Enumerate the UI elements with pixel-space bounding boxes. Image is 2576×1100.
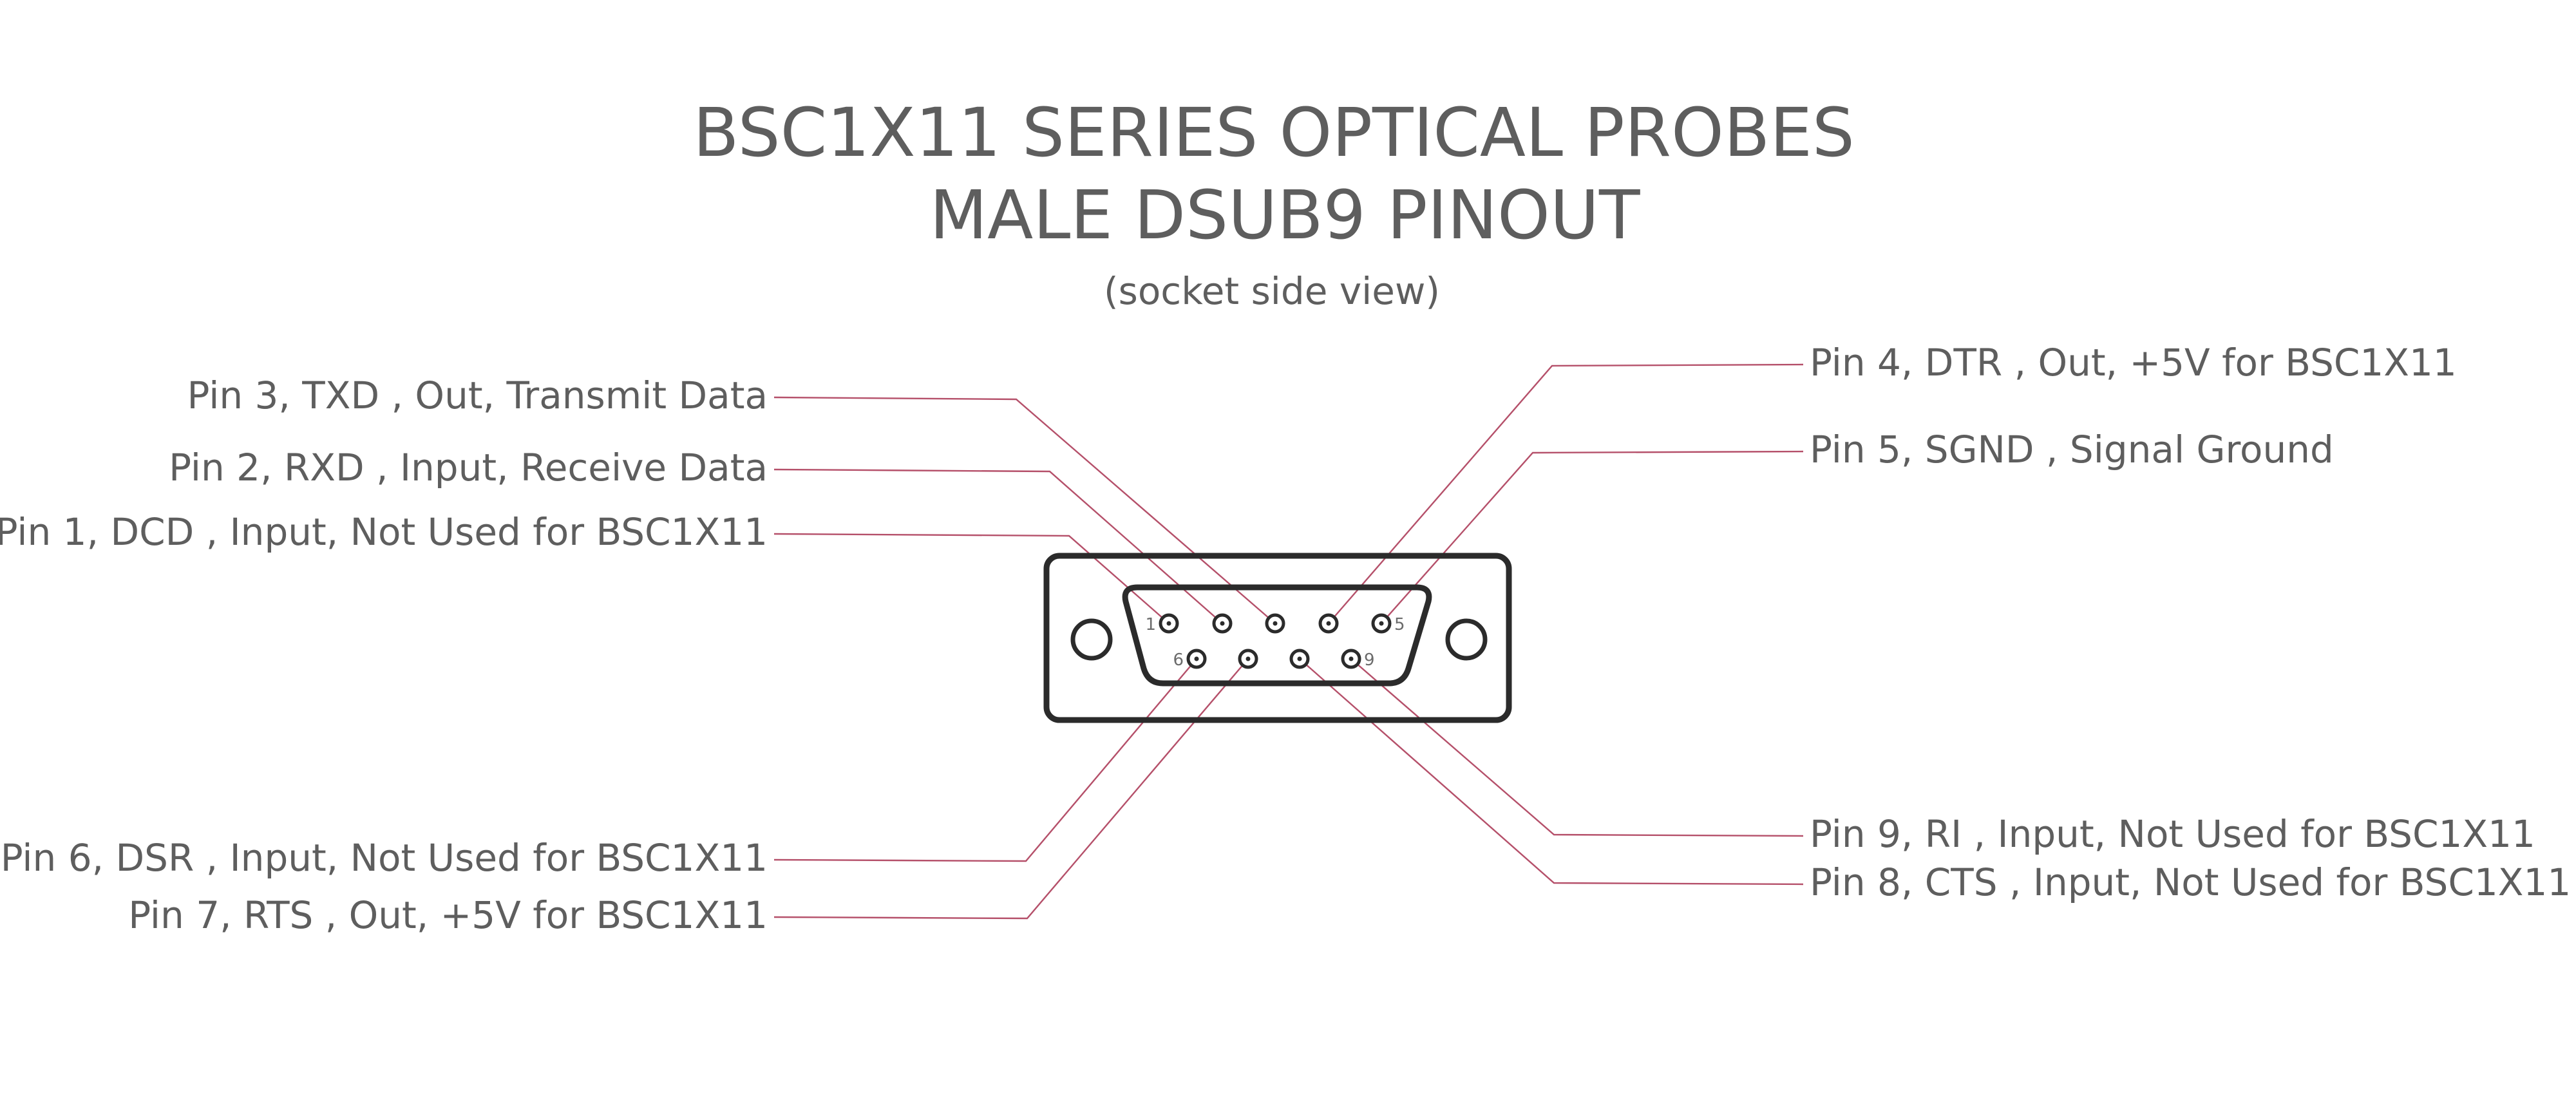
pin-4: [1318, 613, 1339, 634]
leader-line-pin-3: [773, 396, 1276, 624]
pin-3-label: Pin 3, TXD , Out, Transmit Data: [187, 374, 768, 417]
leader-line-pin-2: [773, 468, 1223, 624]
leader-line-pin-1: [773, 533, 1170, 624]
connector-flange: [1043, 553, 1512, 723]
mounting-hole-left: [1070, 618, 1113, 661]
leader-line-pin-4: [1328, 363, 1804, 624]
leader-line-pin-7: [773, 658, 1249, 920]
leader-line-pin-8: [1299, 658, 1804, 886]
pin-8: [1289, 649, 1310, 669]
pin-9-label: Pin 9, RI , Input, Not Used for BSC1X11: [1810, 812, 2535, 856]
pin-3: [1265, 613, 1285, 634]
pin-7: [1238, 649, 1258, 669]
pin-6-label: Pin 6, DSR , Input, Not Used for BSC1X11: [1, 836, 768, 880]
pin-number-5: 5: [1394, 615, 1405, 634]
pin-7-label: Pin 7, RTS , Out, +5V for BSC1X11: [128, 893, 768, 937]
pin-9: [1341, 649, 1361, 669]
pin-5-label: Pin 5, SGND , Signal Ground: [1810, 428, 2334, 471]
pin-number-6: 6: [1173, 650, 1184, 670]
pin-2: [1212, 613, 1233, 634]
pin-1-label: Pin 1, DCD , Input, Not Used for BSC1X11: [0, 510, 768, 554]
connector-d-shell: [1122, 584, 1432, 687]
dsub9-connector: 1 5 6 9: [1043, 553, 1512, 723]
pin-4-label: Pin 4, DTR , Out, +5V for BSC1X11: [1810, 341, 2457, 384]
pin-5: [1371, 613, 1392, 634]
diagram-title-line-1: BSC1X11 SERIES OPTICAL PROBES: [693, 93, 1855, 172]
pin-6: [1186, 649, 1207, 669]
leader-lines: [773, 363, 1804, 920]
diagram-subtitle: (socket side view): [1104, 269, 1440, 313]
leader-line-pin-9: [1350, 658, 1804, 837]
diagram-title-line-2: MALE DSUB9 PINOUT: [929, 176, 1640, 254]
pin-2-label: Pin 2, RXD , Input, Receive Data: [169, 446, 768, 489]
pin-8-label: Pin 8, CTS , Input, Not Used for BSC1X11: [1810, 860, 2571, 904]
leader-line-pin-6: [773, 658, 1197, 862]
pin-number-9: 9: [1364, 650, 1375, 670]
pin-1: [1159, 613, 1179, 634]
leader-line-pin-5: [1381, 450, 1804, 624]
pin-number-1: 1: [1145, 615, 1156, 634]
mounting-hole-right: [1445, 618, 1488, 661]
